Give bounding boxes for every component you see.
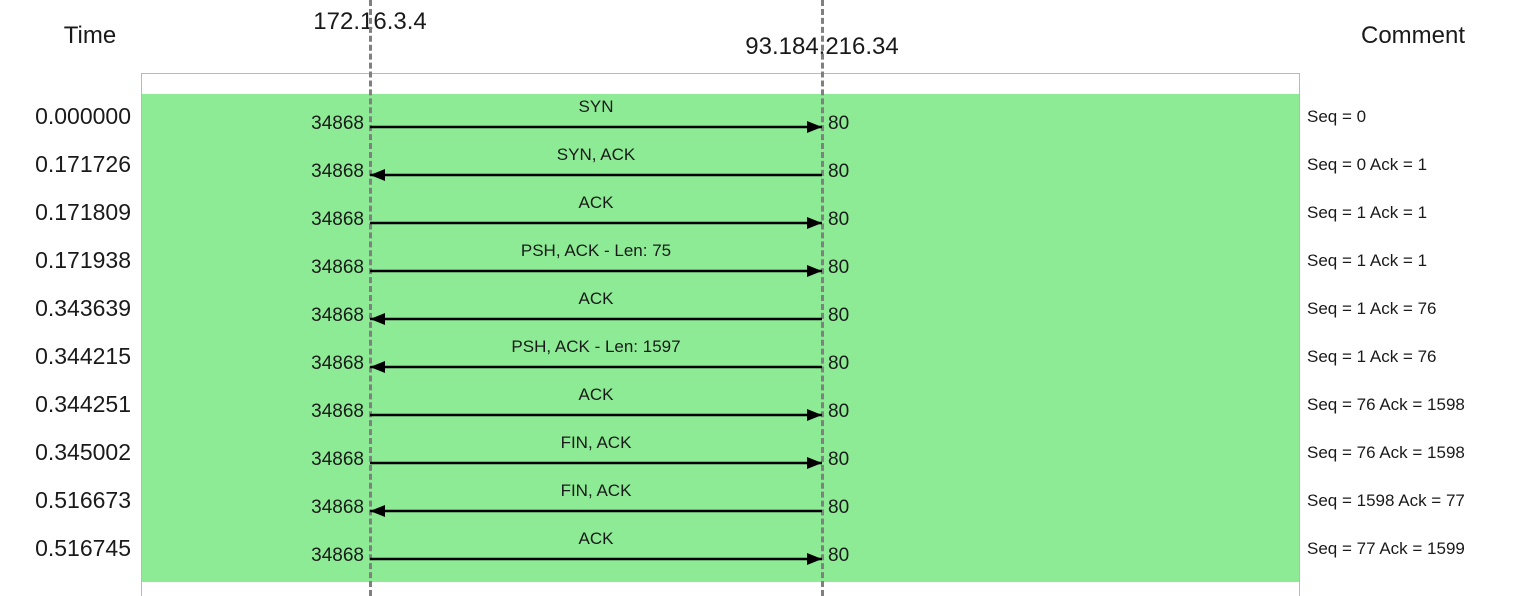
destination-port-label: 80 (828, 401, 850, 422)
row-comment: Seq = 77 Ack = 1599 (1307, 539, 1465, 558)
source-port-label: 34868 (311, 497, 364, 518)
packet-flag-label: ACK (578, 385, 614, 404)
packet-arrow-right (370, 121, 822, 133)
row-comment: Seq = 1 Ack = 76 (1307, 347, 1437, 366)
packet-arrow-left (370, 505, 822, 517)
destination-port-label: 80 (828, 209, 850, 230)
packet-arrow-right (370, 553, 822, 565)
lifeline-client (369, 0, 372, 596)
source-port-label: 34868 (311, 209, 364, 230)
destination-port-label: 80 (828, 161, 850, 182)
row-timestamp: 0.516745 (35, 535, 131, 561)
column-header-comment: Comment (1360, 22, 1466, 49)
packet-arrow-right (370, 409, 822, 421)
destination-port-label: 80 (828, 353, 850, 374)
row-comment: Seq = 1598 Ack = 77 (1307, 491, 1465, 510)
row-timestamp: 0.171938 (35, 247, 131, 273)
destination-port-label: 80 (828, 305, 850, 326)
packet-flag-label: ACK (578, 529, 614, 548)
flow-row[interactable]: 0.343639 34868 80 ACK Seq = 1 Ack = 76 (0, 285, 1526, 333)
packet-flag-label: SYN, ACK (556, 145, 636, 164)
packet-arrow-right (370, 217, 822, 229)
row-comment: Seq = 1 Ack = 1 (1307, 251, 1428, 270)
row-timestamp: 0.345002 (35, 439, 131, 465)
row-timestamp: 0.344215 (35, 343, 131, 369)
row-timestamp: 0.171809 (35, 199, 131, 225)
row-timestamp: 0.171726 (35, 151, 131, 177)
row-comment: Seq = 0 (1307, 107, 1367, 126)
row-comment: Seq = 76 Ack = 1598 (1307, 395, 1465, 414)
flow-row[interactable]: 0.516745 34868 80 ACK Seq = 77 Ack = 1599 (0, 525, 1526, 573)
row-timestamp: 0.516673 (35, 487, 131, 513)
row-timestamp: 0.000000 (35, 103, 131, 129)
source-port-label: 34868 (311, 257, 364, 278)
row-comment: Seq = 0 Ack = 1 (1307, 155, 1428, 174)
packet-arrow-left (370, 313, 822, 325)
flow-row[interactable]: 0.171938 34868 80 PSH, ACK - Len: 75 Seq = 1… (0, 237, 1526, 285)
packet-flag-label: FIN, ACK (560, 433, 632, 452)
packet-flag-label: FIN, ACK (560, 481, 632, 500)
row-timestamp: 0.343639 (35, 295, 131, 321)
source-port-label: 34868 (311, 353, 364, 374)
flow-row[interactable]: 0.345002 34868 80 FIN, ACK Seq = 76 Ack = 15… (0, 429, 1526, 477)
destination-port-label: 80 (828, 449, 850, 470)
packet-flag-label: ACK (578, 193, 614, 212)
source-port-label: 34868 (311, 113, 364, 134)
row-comment: Seq = 1 Ack = 1 (1307, 203, 1428, 222)
packet-flag-label: PSH, ACK - Len: 1597 (511, 337, 681, 356)
packet-arrow-left (370, 169, 822, 181)
packet-flag-label: SYN (578, 97, 614, 116)
packet-flag-label: ACK (578, 289, 614, 308)
flow-row[interactable]: 0.171726 34868 80 SYN, ACK Seq = 0 Ack = 1 (0, 141, 1526, 189)
source-port-label: 34868 (311, 161, 364, 182)
destination-port-label: 80 (828, 497, 850, 518)
destination-port-label: 80 (828, 113, 850, 134)
destination-port-label: 80 (828, 257, 850, 278)
source-port-label: 34868 (311, 401, 364, 422)
source-port-label: 34868 (311, 305, 364, 326)
packet-arrow-right (370, 265, 822, 277)
flow-row[interactable]: 0.171809 34868 80 ACK Seq = 1 Ack = 1 (0, 189, 1526, 237)
packet-flag-label: PSH, ACK - Len: 75 (520, 241, 672, 260)
source-port-label: 34868 (311, 545, 364, 566)
flow-row[interactable]: 0.516673 34868 80 FIN, ACK Seq = 1598 Ack = … (0, 477, 1526, 525)
row-comment: Seq = 1 Ack = 76 (1307, 299, 1437, 318)
flow-row[interactable]: 0.344251 34868 80 ACK Seq = 76 Ack = 1598 (0, 381, 1526, 429)
source-port-label: 34868 (311, 449, 364, 470)
packet-arrow-left (370, 361, 822, 373)
column-header-time: Time (63, 22, 117, 49)
row-comment: Seq = 76 Ack = 1598 (1307, 443, 1465, 462)
destination-port-label: 80 (828, 545, 850, 566)
row-timestamp: 0.344251 (35, 391, 131, 417)
flow-row[interactable]: 0.000000 34868 80 SYN Seq = 0 (0, 93, 1526, 141)
packet-arrow-right (370, 457, 822, 469)
lifeline-server (821, 0, 824, 596)
